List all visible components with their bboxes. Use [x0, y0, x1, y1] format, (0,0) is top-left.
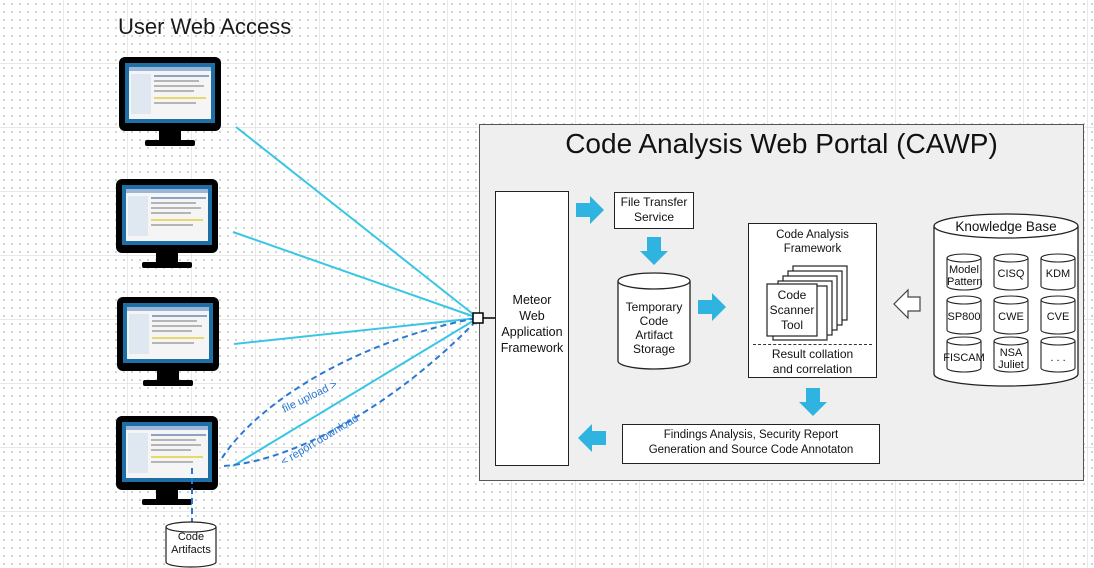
storage-label-line: Temporary [625, 300, 683, 314]
fts-label-line: File Transfer [620, 195, 688, 209]
connection-lines [232, 126, 479, 467]
cawp-portal-title: Code Analysis Web Portal (CAWP) [565, 128, 998, 159]
upload-curve [221, 317, 478, 459]
meteor-label-line: Web [519, 309, 545, 323]
kb-item-cisq: CISQ [997, 268, 1025, 280]
code-scanner-label: Code Scanner Tool [768, 288, 816, 333]
code-analysis-framework-title: Code Analysis Framework [748, 228, 877, 256]
code-artifacts-cylinder [165, 521, 217, 568]
connection-line [232, 231, 479, 319]
temporary-storage-label: Temporary Code Artifact Storage [618, 300, 690, 356]
transfer-curves [191, 317, 478, 525]
kb-item-sp800: SP800 [947, 311, 981, 323]
meteor-framework-label: Meteor Web Application Framework [495, 292, 569, 356]
report-label-line: Findings Analysis, Security Report [663, 429, 839, 441]
fts-label-line: Service [633, 210, 674, 224]
caf-title-line: Code Analysis [776, 229, 849, 241]
storage-label-line: Code [639, 314, 669, 328]
caf-divider [753, 344, 872, 345]
connection-line [232, 317, 479, 467]
scanner-label-line: Code [777, 288, 807, 302]
arrow-down-icon [640, 237, 668, 265]
meteor-label-line: Application [501, 325, 563, 339]
connection-line [233, 317, 479, 345]
connection-node [472, 312, 484, 324]
user-monitor-1-icon [119, 57, 221, 146]
kb-item-model-pattern: Model Pattern [947, 264, 983, 288]
result-collation-label: Result collation and correlation [748, 347, 877, 377]
findings-report-label: Findings Analysis, Security Report Gener… [622, 428, 880, 458]
file-transfer-service-box [614, 192, 694, 229]
code-artifacts-line: Artifacts [171, 544, 211, 556]
kb-item-cve: CVE [1046, 311, 1070, 323]
scanner-stack [766, 265, 848, 341]
arrow-right-icon [576, 196, 604, 224]
meteor-label-line: Meteor [512, 293, 552, 307]
flow-arrows [576, 196, 827, 452]
connection-line [235, 126, 479, 319]
storage-label-line: Artifact [635, 328, 673, 342]
kb-item-cylinders [946, 253, 1076, 373]
meteor-label-line: Framework [500, 341, 564, 355]
kb-item-nsa-juliet: NSA Juliet [998, 347, 1024, 371]
scanner-label-line: Tool [780, 318, 803, 332]
scanner-label-line: Scanner [769, 303, 815, 317]
user-monitor-4-icon [116, 416, 218, 505]
report-label-line: Generation and Source Code Annotaton [648, 444, 854, 456]
arrow-right-icon [698, 293, 726, 321]
kb-item-more: . . . [1050, 352, 1066, 364]
knowledge-base-title: Knowledge Base [955, 219, 1057, 234]
findings-report-box [622, 424, 880, 464]
code-artifacts-line: Code [177, 531, 205, 543]
kb-item-fiscam: FISCAM [943, 352, 985, 364]
temporary-storage-cylinder [617, 272, 691, 370]
kb-item-cwe: CWE [998, 311, 1024, 323]
user-monitor-2-icon [116, 179, 218, 268]
result-line: Result collation [771, 347, 854, 361]
download-curve [223, 319, 478, 467]
storage-label-line: Storage [632, 342, 676, 356]
arrow-left-outline-icon [893, 288, 921, 320]
user-web-access-title: User Web Access [118, 14, 292, 39]
user-monitor-3-icon [117, 297, 219, 386]
arrow-down-icon [799, 388, 827, 416]
caf-title-line: Framework [783, 243, 842, 255]
code-artifacts-label: Code Artifacts [166, 531, 216, 557]
meteor-framework-box [495, 191, 569, 466]
result-line: and correlation [772, 362, 853, 376]
file-transfer-service-label: File Transfer Service [614, 195, 694, 225]
arrow-left-icon [578, 424, 606, 452]
kb-item-kdm: KDM [1045, 268, 1071, 280]
